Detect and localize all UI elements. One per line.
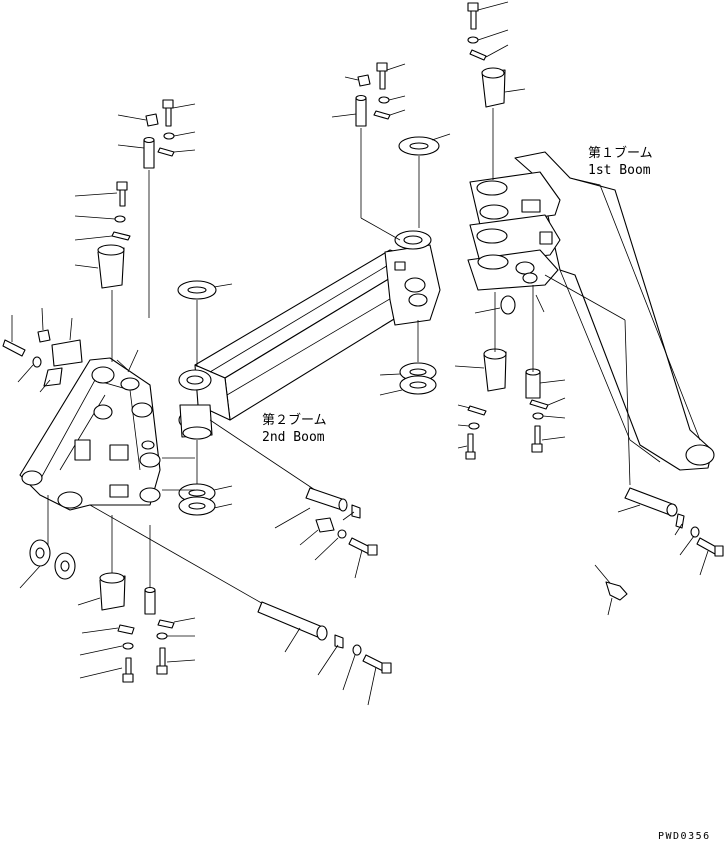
callout-labels: 第１ブーム 1st Boom 第２ブーム 2nd Boom PWD0356 <box>262 145 711 842</box>
second-boom-label-jp: 第２ブーム <box>262 412 327 428</box>
first-boom-top-fasteners <box>467 1 526 180</box>
middle-cylinder-pin <box>209 419 378 579</box>
long-base-pin <box>89 504 392 706</box>
bracket-top-fasteners <box>74 99 196 362</box>
first-boom-label-jp: 第１ブーム <box>588 145 653 161</box>
first-boom-foot-fasteners <box>454 285 566 460</box>
swing-bracket <box>19 357 195 511</box>
drawing-code: PWD0356 <box>658 831 711 842</box>
first-boom <box>467 151 715 471</box>
second-boom-bottom-washers <box>379 320 437 396</box>
bracket-bottom-fasteners <box>19 495 196 683</box>
first-boom-label-en: 1st Boom <box>588 163 651 178</box>
second-boom-base-washers <box>177 280 233 516</box>
cylinder-pin-right <box>544 274 724 616</box>
second-boom-top-fasteners <box>331 62 451 241</box>
second-boom-label-en: 2nd Boom <box>262 430 325 445</box>
bracket-side-fasteners <box>2 307 139 393</box>
second-boom <box>178 230 441 440</box>
